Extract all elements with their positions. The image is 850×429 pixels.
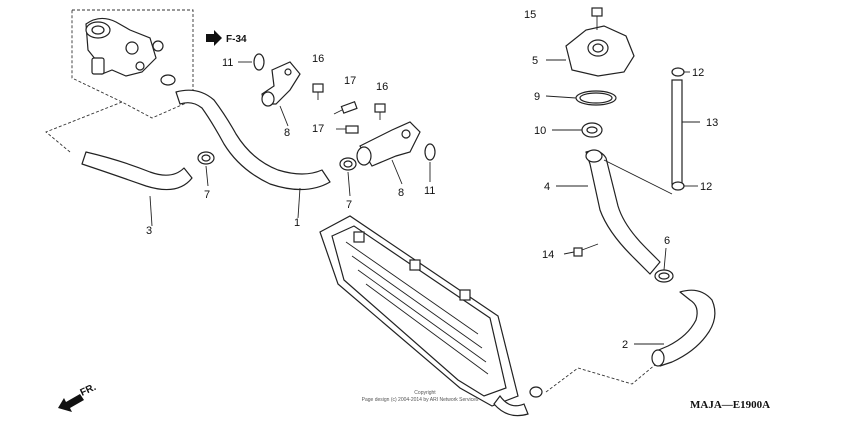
callout-6: 6 xyxy=(664,235,670,247)
callout-13: 13 xyxy=(706,117,718,129)
hose-2 xyxy=(651,289,716,367)
clamp-7-left xyxy=(197,151,215,165)
callout-7b: 7 xyxy=(346,199,352,211)
callout-15: 15 xyxy=(524,9,536,21)
clamp-6 xyxy=(654,269,674,283)
callout-7a: 7 xyxy=(204,189,210,201)
hose-13 xyxy=(671,79,683,185)
reference-label: F-34 xyxy=(226,34,247,45)
bolt-17-upper xyxy=(333,101,358,115)
clamp-top-hose xyxy=(160,74,176,86)
callout-labels: 3 1 7 7 8 8 11 11 16 16 17 17 15 5 9 10 … xyxy=(146,9,718,351)
water-joint-8-left xyxy=(261,61,301,107)
front-label: FR. xyxy=(79,382,98,399)
callout-16a: 16 xyxy=(312,53,324,65)
ring-10 xyxy=(581,122,603,138)
clamp-12-upper xyxy=(671,67,685,77)
front-direction-arrow: FR. xyxy=(58,382,98,412)
connector-lines xyxy=(45,101,657,393)
callout-11b: 11 xyxy=(424,185,435,197)
callout-9: 9 xyxy=(534,91,540,103)
callout-10: 10 xyxy=(534,125,546,137)
pipe-4 xyxy=(585,149,661,275)
hose-1 xyxy=(175,89,331,191)
bolt-15 xyxy=(591,7,603,30)
callout-11a: 11 xyxy=(222,57,233,69)
bolt-17-lower xyxy=(336,125,359,134)
radiator xyxy=(319,215,543,417)
callout-17a: 17 xyxy=(344,75,356,87)
callout-1: 1 xyxy=(294,217,300,229)
callout-8b: 8 xyxy=(398,187,404,199)
reference-arrow: F-34 xyxy=(206,30,247,46)
clamp-7-right xyxy=(339,157,357,171)
callout-16b: 16 xyxy=(376,81,388,93)
leader-lines xyxy=(149,59,700,345)
callout-4: 4 xyxy=(544,181,550,193)
diagram-code: MAJA—E1900A xyxy=(690,399,770,411)
callout-14: 14 xyxy=(542,249,554,261)
copyright-line1: Copyright xyxy=(414,390,436,396)
hose-3 xyxy=(81,151,193,191)
bolt-16-right xyxy=(374,103,386,120)
callout-5: 5 xyxy=(532,55,538,67)
callout-2: 2 xyxy=(622,339,628,351)
callout-17b: 17 xyxy=(312,123,324,135)
bolt-16-left xyxy=(312,83,324,100)
callout-12a: 12 xyxy=(692,67,704,79)
o-ring-11-right xyxy=(424,143,436,161)
housing-5 xyxy=(565,25,635,77)
copyright-line2: Page design (c) 2004-2014 by ARI Network… xyxy=(362,397,479,403)
o-ring-9 xyxy=(575,90,617,106)
thermostat-housing-inset xyxy=(71,9,194,119)
bolt-14 xyxy=(573,243,599,257)
callout-8a: 8 xyxy=(284,127,290,139)
o-ring-11-left xyxy=(253,53,265,71)
callout-3: 3 xyxy=(146,225,152,237)
callout-12b: 12 xyxy=(700,181,712,193)
water-joint-8-right xyxy=(356,121,421,167)
